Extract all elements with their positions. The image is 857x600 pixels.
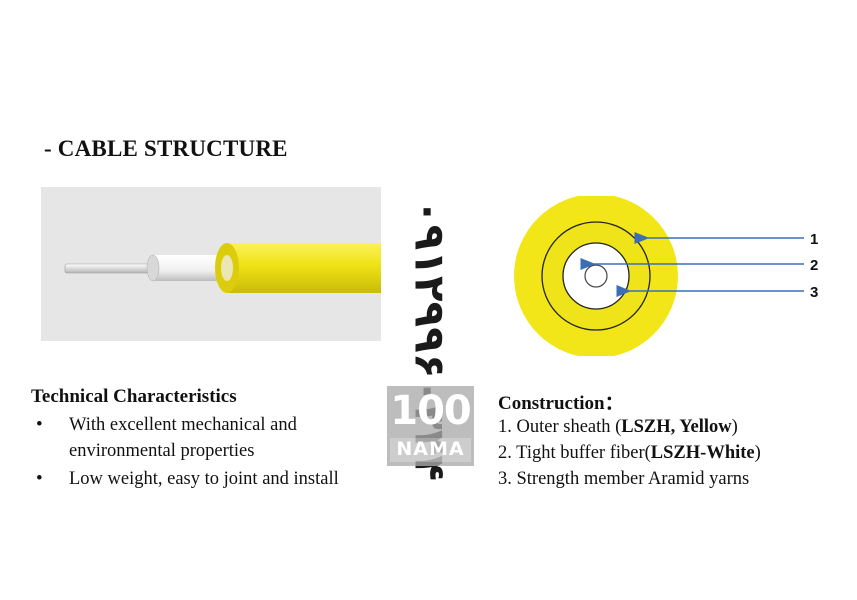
list-item: Low weight, easy to joint and install [30,466,402,492]
cross-section-diagram: 1 2 3 [514,196,818,356]
list-item: 3. Strength member Aramid yarns [498,469,750,489]
bare-fiber [64,263,158,274]
construction-heading: Construction： [498,393,624,414]
technical-heading: Technical Characteristics [31,386,237,407]
logo-number: 100 [390,388,472,434]
list-item: 1. Outer sheath (LSZH, Yellow) [498,417,738,437]
outer-sheath [227,243,381,293]
logo-watermark: 100 NAMA [387,386,474,466]
cable-illustration [41,187,381,341]
construction-list: 1. Outer sheath (LSZH, Yellow) 2. Tight … [498,414,761,492]
callout-label-1: 1 [810,231,818,248]
page-title: - CABLE STRUCTURE [44,136,288,161]
technical-list: With excellent mechanical and environmen… [30,412,402,492]
list-item: 2. Tight buffer fiber(LSZH-White) [498,443,761,463]
callout-label-2: 2 [810,257,818,274]
callout-label-3: 3 [810,284,818,301]
logo-word: NAMA [396,438,465,460]
fiber-core [584,264,608,288]
list-item: With excellent mechanical and environmen… [30,412,402,464]
